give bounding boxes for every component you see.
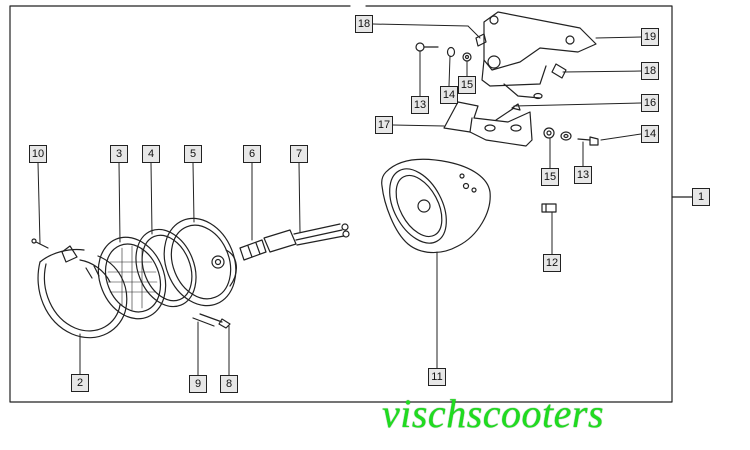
callout-13-lower: 13: [574, 166, 592, 184]
callout-15-upper: 15: [458, 76, 476, 94]
watermark-text: vischscooters: [382, 391, 605, 436]
callout-14-upper: 14: [440, 86, 458, 104]
callout-10: 10: [29, 145, 47, 163]
leader-lines: [37, 23, 642, 376]
callout-9: 9: [189, 375, 207, 393]
callout-2: 2: [71, 374, 89, 392]
callout-14-lower: 14: [641, 125, 659, 143]
washer-part-14-upper: [446, 46, 456, 58]
screw-part-9: [192, 317, 215, 327]
holder-part-7: [263, 223, 350, 253]
bolt-part-13-lower: [577, 136, 599, 146]
nut-part-15-upper: [462, 52, 472, 62]
fastener-part-18-upper: [475, 33, 487, 47]
callout-8: 8: [220, 375, 238, 393]
washer-part-14-lower: [560, 131, 572, 141]
nut-part-15-lower: [543, 127, 555, 139]
screw-part-8: [199, 313, 231, 329]
fastener-part-18-lower: [551, 63, 567, 79]
housing-part-11: [381, 158, 491, 254]
callout-15-lower: 15: [541, 168, 559, 186]
callout-1: 1: [692, 188, 710, 206]
gasket-part-4: [135, 228, 197, 308]
bolt-part-13-upper: [415, 42, 439, 52]
bracket-part-19: [481, 11, 597, 100]
callout-17: 17: [375, 116, 393, 134]
callout-5: 5: [184, 145, 202, 163]
reflector-part-5: [163, 217, 237, 307]
callout-18-lower: 18: [641, 62, 659, 80]
callout-19: 19: [641, 28, 659, 46]
bulb-part-6: [239, 239, 267, 261]
callout-11: 11: [428, 368, 446, 386]
lens-part-3: [97, 236, 167, 320]
callout-13-upper: 13: [411, 96, 429, 114]
callout-12: 12: [543, 254, 561, 272]
bolt-part-12: [541, 203, 557, 213]
callout-4: 4: [142, 145, 160, 163]
callout-6: 6: [243, 145, 261, 163]
rim-part-2: [37, 245, 128, 339]
callout-18-upper: 18: [355, 15, 373, 33]
assembly-frame: [9, 5, 673, 403]
screw-part-10: [31, 238, 49, 249]
callout-3: 3: [110, 145, 128, 163]
callout-7: 7: [290, 145, 308, 163]
callout-16: 16: [641, 94, 659, 112]
bracket-part-17: [443, 101, 533, 147]
